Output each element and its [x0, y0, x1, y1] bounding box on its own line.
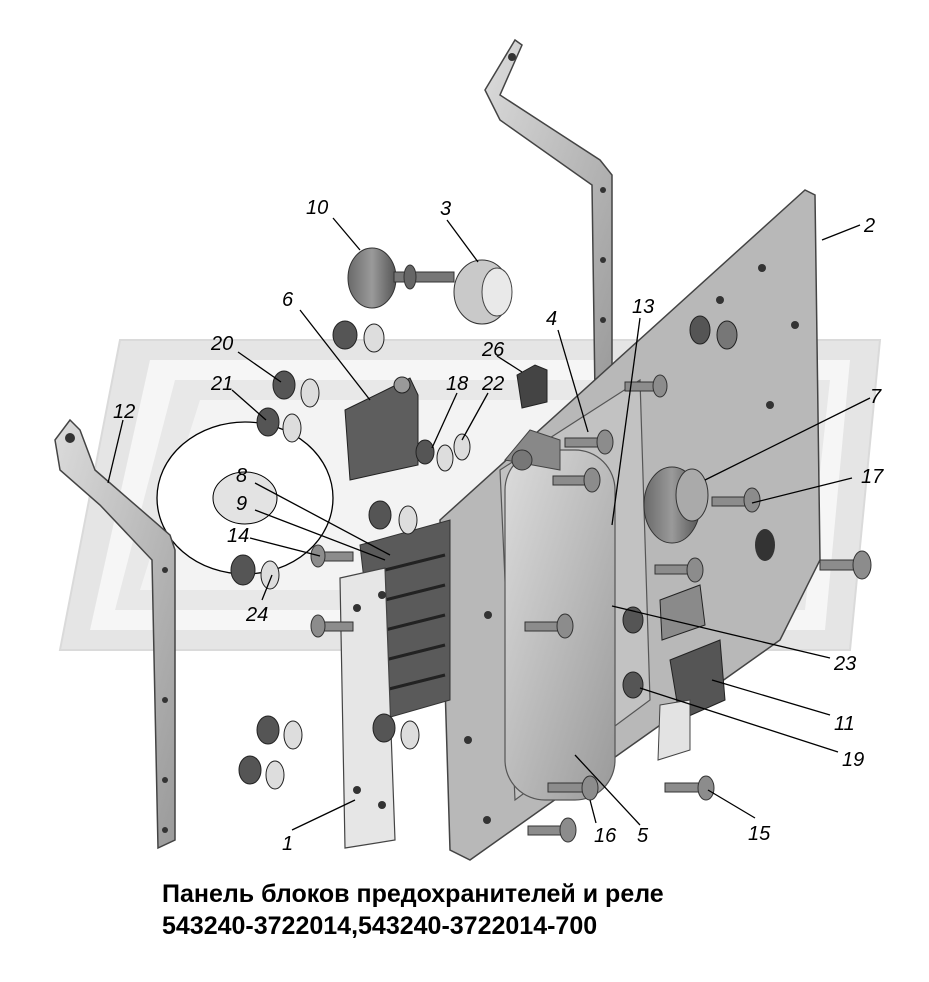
relay-6 — [344, 376, 419, 481]
leader-lines — [107, 217, 871, 831]
callout-16: 16 — [594, 825, 617, 847]
callout-24: 24 — [245, 604, 268, 626]
callout-26: 26 — [481, 339, 505, 361]
callout-20: 20 — [210, 333, 233, 355]
bolt-15 — [664, 775, 715, 801]
bracket-top — [484, 38, 613, 396]
nuts-washers — [230, 315, 738, 790]
callout-18: 18 — [446, 373, 468, 395]
relay-7 — [643, 466, 709, 544]
callout-14: 14 — [227, 525, 249, 547]
relay-26 — [516, 364, 548, 409]
bolt-4 — [564, 429, 614, 455]
callout-2: 2 — [863, 215, 875, 237]
bolt-17 — [711, 487, 761, 513]
bracket-left — [54, 418, 176, 850]
callout-15: 15 — [748, 823, 771, 845]
callout-21: 21 — [210, 373, 233, 395]
callout-17: 17 — [861, 466, 884, 488]
callout-7: 7 — [870, 386, 882, 408]
caption-title: Панель блоков предохранителей и реле — [162, 880, 664, 908]
spacer-assembly-top — [347, 247, 513, 325]
callout-9: 9 — [236, 493, 247, 515]
callout-22: 22 — [481, 373, 504, 395]
relay-11 — [657, 584, 726, 761]
caption-part-numbers: 543240-3722014,543240-3722014-700 — [162, 912, 598, 940]
callout-23: 23 — [833, 653, 856, 675]
callout-8: 8 — [236, 465, 247, 487]
callout-19: 19 — [842, 749, 864, 771]
callout-3: 3 — [440, 198, 451, 220]
callout-5: 5 — [637, 825, 649, 847]
callouts: 1 2 3 4 5 6 7 8 9 10 11 12 13 14 15 16 1… — [113, 197, 884, 855]
callout-6: 6 — [282, 289, 294, 311]
callout-10: 10 — [306, 197, 328, 219]
callout-11: 11 — [834, 713, 855, 735]
highlight-circle — [156, 421, 334, 575]
callout-13: 13 — [632, 296, 654, 318]
callout-1: 1 — [282, 833, 293, 855]
fuse-holder — [339, 519, 451, 849]
callout-12: 12 — [113, 401, 135, 423]
callout-4: 4 — [546, 308, 557, 330]
